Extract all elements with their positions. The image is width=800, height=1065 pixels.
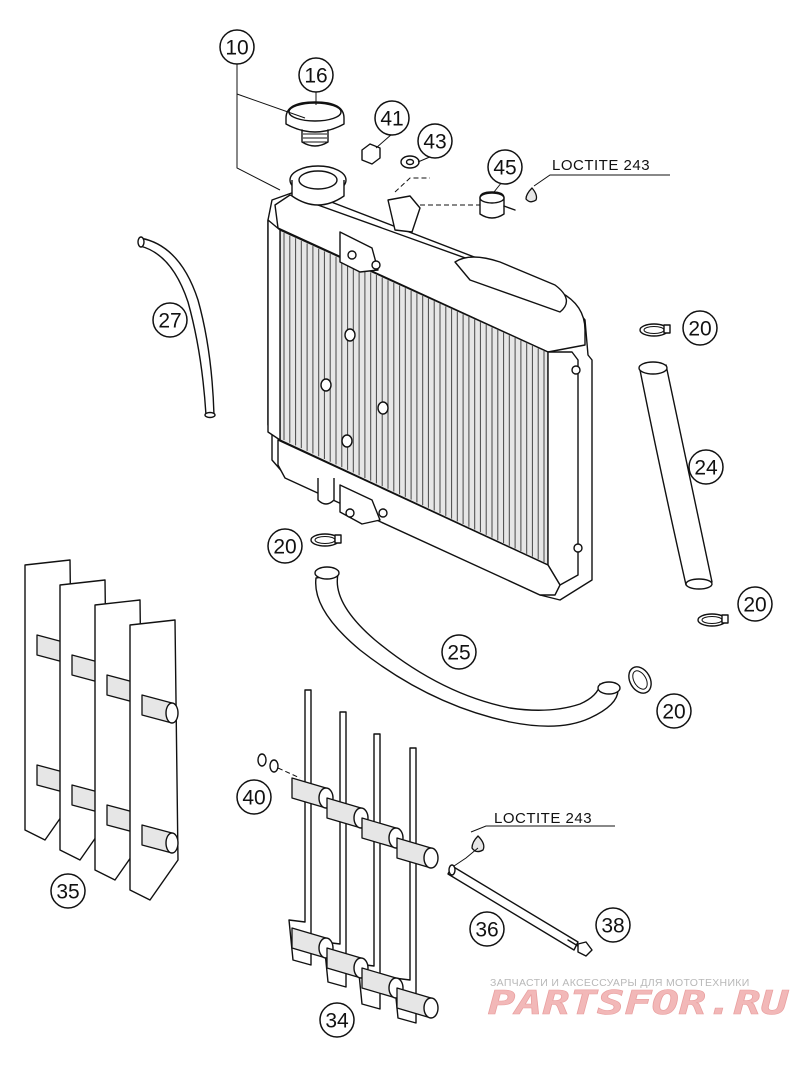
callout-20-d: 20 (656, 693, 692, 729)
hose-27 (137, 236, 216, 419)
hose-clamp-20-c (697, 613, 729, 627)
loctite-note-bottom: LOCTITE 243 (494, 810, 592, 827)
svg-text:16: 16 (304, 65, 327, 88)
loctite-drop-bottom (471, 835, 485, 853)
svg-text:20: 20 (662, 701, 685, 724)
callout-41: 41 (374, 100, 410, 136)
svg-text:45: 45 (493, 157, 516, 180)
svg-text:43: 43 (423, 131, 446, 154)
callout-25: 25 (441, 634, 477, 670)
callout-20-c: 20 (737, 586, 773, 622)
dash-guide-43 (394, 177, 430, 193)
bolt-36 (447, 864, 579, 951)
radiator-fins (283, 233, 545, 562)
callout-10: 10 (219, 29, 255, 65)
watermark-brand: PARTSFOR.RU (488, 983, 790, 1022)
svg-text:25: 25 (447, 642, 470, 665)
loctite-note-top: LOCTITE 243 (552, 157, 650, 174)
callout-24: 24 (688, 449, 724, 485)
svg-text:20: 20 (688, 318, 711, 341)
hose-clamp-20-d (628, 666, 652, 694)
svg-text:36: 36 (475, 919, 498, 942)
watermark-tagline: ЗАПЧАСТИ И АКСЕССУАРЫ ДЛЯ МОТОТЕХНИКИ (490, 977, 750, 989)
radiator-guards-35 (24, 559, 179, 901)
o-rings-40 (257, 753, 301, 779)
callout-27: 27 (152, 302, 188, 338)
svg-text:20: 20 (743, 594, 766, 617)
guard-spacer-tube-end (423, 847, 439, 869)
callout-38: 38 (595, 907, 631, 943)
hose-clamp-20-a (639, 323, 671, 337)
guard-plate-34 (323, 711, 347, 988)
callout-20-b: 20 (267, 528, 303, 564)
nut-41 (361, 143, 381, 165)
svg-text:40: 40 (242, 787, 265, 810)
guard-spacer-tube-end (423, 997, 439, 1019)
callout-40: 40 (236, 779, 272, 815)
radiator (267, 165, 593, 601)
hose-clamp-20-b (310, 533, 342, 547)
callout-16: 16 (298, 57, 334, 93)
callout-35: 35 (50, 873, 86, 909)
callout-36: 36 (469, 911, 505, 947)
washer-43 (400, 155, 420, 169)
loctite-leader-bottom (453, 847, 479, 867)
loctite-drop-top (525, 187, 538, 203)
svg-text:41: 41 (380, 108, 403, 131)
leader-lines (236, 64, 670, 833)
callout-34: 34 (319, 1002, 355, 1038)
guard-plate-34 (393, 747, 417, 1024)
svg-text:34: 34 (325, 1010, 349, 1033)
callout-45: 45 (487, 149, 523, 185)
svg-text:35: 35 (56, 881, 79, 904)
radiator-guards-34 (288, 689, 439, 1024)
guard-plate-35 (129, 619, 179, 901)
callout-43: 43 (417, 123, 453, 159)
guard-plate-34 (357, 733, 381, 1010)
svg-text:27: 27 (158, 310, 181, 333)
guard-plate-34 (288, 689, 312, 966)
hose-25 (314, 566, 621, 727)
callout-20-a: 20 (682, 310, 718, 346)
radiator-cap-16 (285, 101, 345, 147)
svg-text:38: 38 (601, 915, 624, 938)
svg-text:20: 20 (273, 536, 296, 559)
screw-38 (567, 939, 593, 957)
svg-text:10: 10 (225, 37, 248, 60)
hose-24 (638, 361, 713, 590)
svg-text:24: 24 (694, 457, 718, 480)
rubber-mount-45 (479, 191, 516, 219)
